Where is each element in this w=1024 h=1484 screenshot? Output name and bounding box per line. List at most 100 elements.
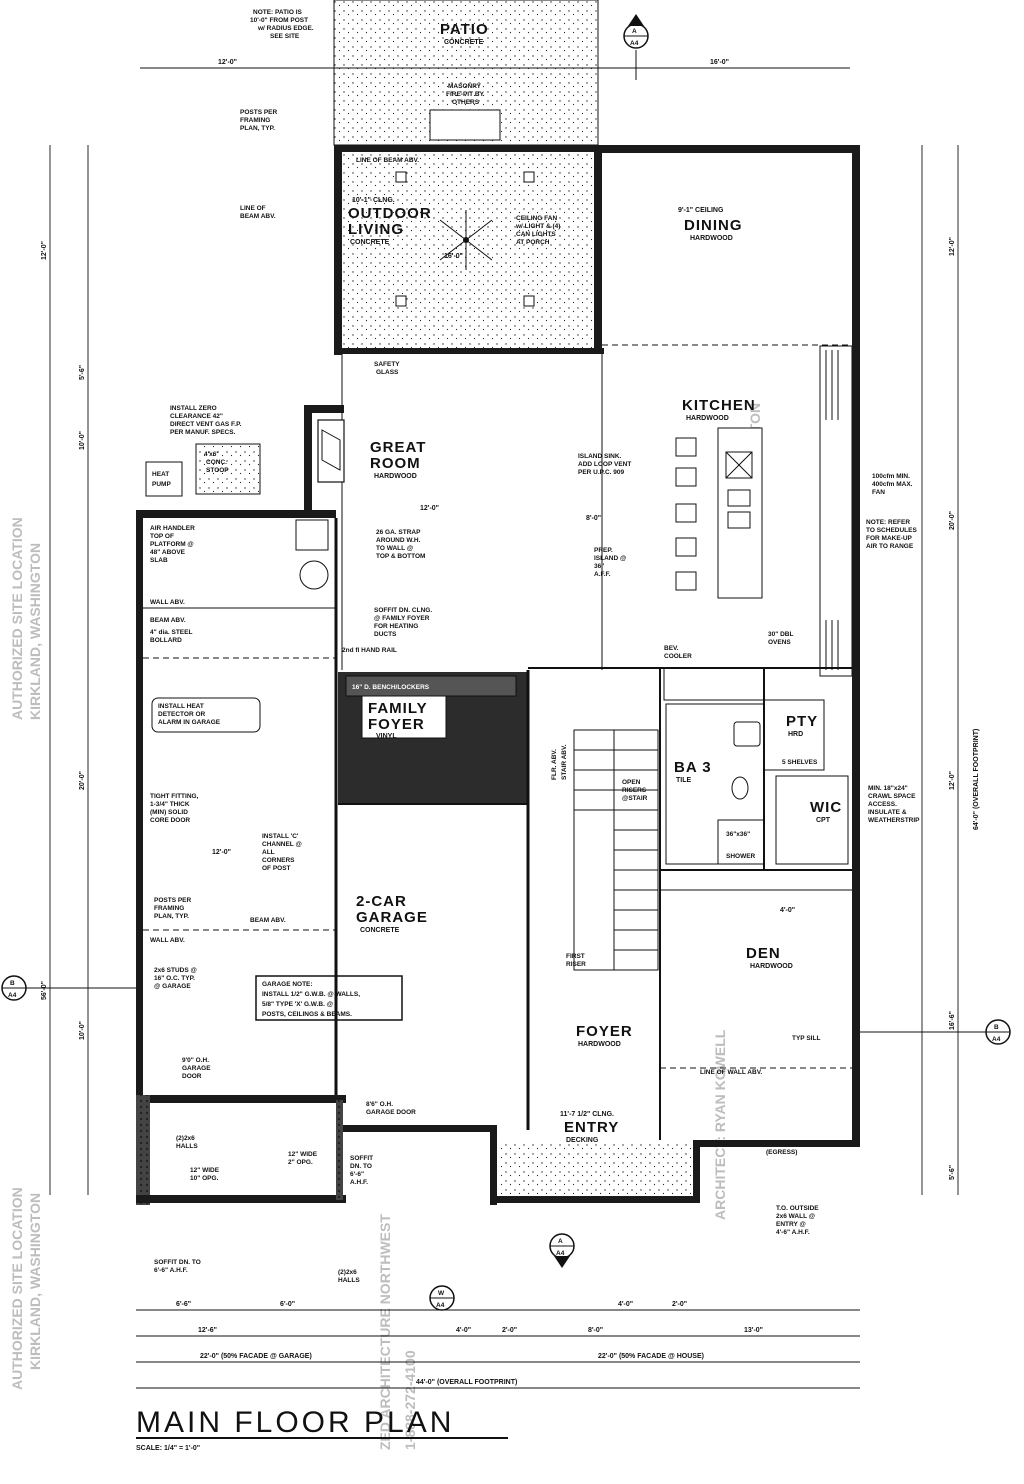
patio-finish: CONCRETE — [444, 39, 484, 46]
posts-note-2: FRAMING — [240, 117, 270, 124]
section-marker-left: B A4 — [1, 975, 136, 1001]
cfm-note-1: 100cfm MIN. — [872, 473, 910, 480]
halls-note-2: HALLS — [176, 1143, 198, 1150]
svg-text:44'-0" (OVERALL FOOTPRINT): 44'-0" (OVERALL FOOTPRINT) — [416, 1379, 517, 1386]
svg-text:6'-0": 6'-0" — [280, 1301, 295, 1308]
safety-glass-2: GLASS — [376, 369, 399, 376]
bath-label: BA 3 — [674, 759, 712, 776]
svg-text:B: B — [994, 1024, 999, 1031]
cfm-note-3: FAN — [872, 489, 885, 496]
family-foyer-finish: VINYL — [376, 733, 397, 740]
svg-text:22'-0" (50% FACADE @ HOUSE): 22'-0" (50% FACADE @ HOUSE) — [598, 1353, 704, 1360]
first-riser-2: RISER — [566, 961, 586, 968]
air-handler-note-1: AIR HANDLER — [150, 525, 195, 532]
channel-note-2: CHANNEL @ — [262, 841, 302, 848]
halls-note-1: (2)2x6 — [176, 1135, 195, 1142]
door-note-3: (MIN) SOLID — [150, 809, 188, 816]
great-room-finish: HARDWOOD — [374, 473, 417, 480]
ovens-note-2: OVENS — [768, 639, 791, 646]
svg-text:A4: A4 — [436, 1302, 445, 1309]
wide-note-1: 12" WIDE — [190, 1167, 220, 1174]
patio-note-3: w/ RADIUS EDGE. — [257, 25, 314, 32]
firepit-note-2: FIRE-PIT BY — [446, 91, 485, 98]
kitchen-label: KITCHEN — [682, 397, 756, 414]
family-foyer-label-box — [361, 695, 447, 739]
kitchen-finish: HARDWOOD — [686, 415, 729, 422]
prep-note-3: 36" — [594, 563, 604, 570]
prep-note-1: PREP. — [594, 547, 613, 554]
soffit-dn-1: SOFFIT DN. TO — [154, 1259, 201, 1266]
patio-note-1: NOTE: PATIO IS — [253, 9, 303, 16]
svg-text:B: B — [10, 980, 15, 987]
hand-rail-note: 2nd fl HAND RAIL — [342, 647, 397, 654]
fireplace-note-1: INSTALL ZERO — [170, 405, 217, 412]
island-sink-note-1: ISLAND SINK. — [578, 453, 622, 460]
garage-label-2: GARAGE — [356, 909, 428, 926]
prep-note-2: ISLAND @ — [594, 555, 626, 562]
island-sink-note-3: PER U.P.C. 909 — [578, 469, 625, 476]
svg-text:2'-0": 2'-0" — [672, 1301, 687, 1308]
dining-label: DINING — [684, 217, 743, 234]
prep-note-4: A.F.F. — [594, 571, 611, 578]
wic-finish: CPT — [816, 817, 831, 824]
soffit-note-1: SOFFIT DN. CLNG. — [374, 607, 432, 614]
garage-note-box — [255, 975, 403, 1021]
svg-text:5'-6": 5'-6" — [79, 365, 86, 380]
drawing-title: MAIN FLOOR PLAN — [136, 1406, 454, 1439]
fan-note-2: w/ LIGHT & (4) — [515, 223, 560, 230]
wic-label: WIC — [810, 799, 842, 816]
section-marker-wall: W A4 — [429, 1285, 455, 1311]
typ-sill-note: TYP SILL — [792, 1035, 820, 1042]
garage-note-2: INSTALL 1/2" G.W.B. @ WALLS, — [262, 991, 360, 998]
svg-text:12'-0": 12'-0" — [949, 771, 956, 790]
firepit-note-3: OTHERS — [452, 99, 480, 106]
svg-text:A4: A4 — [8, 992, 17, 999]
schedules-note-2: TO SCHEDULES — [866, 527, 917, 534]
patio-note-2: 10'-0" FROM POST — [250, 17, 308, 24]
garage-note-1: GARAGE NOTE: — [262, 981, 313, 988]
section-marker-bottom: A A4 — [549, 1233, 575, 1268]
halls-bottom-2: HALLS — [338, 1277, 360, 1284]
studs-note-3: @ GARAGE — [154, 983, 191, 990]
air-handler-note-4: 48" ABOVE — [150, 549, 186, 556]
soffit-note-2: @ FAMILY FOYER — [374, 615, 430, 622]
svg-text:6'-6": 6'-6" — [176, 1301, 191, 1308]
den-finish: HARDWOOD — [750, 963, 793, 970]
garage-door-note-2: GARAGE DOOR — [366, 1109, 416, 1116]
post-icon — [523, 171, 535, 183]
entry-ceiling: 11'-7 1/2" CLNG. — [560, 1111, 614, 1118]
outdoor-ceiling: 10'-1" CLNG. — [352, 197, 395, 204]
beam-abv-garage: BEAM ABV. — [250, 917, 286, 924]
svg-text:4'-0": 4'-0" — [618, 1301, 633, 1308]
bollard-note-2: BOLLARD — [150, 637, 182, 644]
patio-note-4: SEE SITE — [270, 33, 300, 40]
svg-text:A: A — [632, 28, 637, 35]
water-heater-icon — [299, 560, 329, 590]
toilet-icon — [731, 776, 749, 800]
svg-text:5'-6": 5'-6" — [949, 1165, 956, 1180]
schedules-note-4: AIR TO RANGE — [866, 543, 914, 550]
svg-text:12'-0": 12'-0" — [41, 241, 48, 260]
shower-note-2: SHOWER — [726, 853, 756, 860]
soffit-dn-2: 6'-6" A.H.F. — [154, 1267, 188, 1274]
wall-line-note: LINE OF WALL ABV. — [700, 1069, 762, 1076]
entry-porch-floor — [498, 1140, 694, 1196]
svg-text:13'-0": 13'-0" — [744, 1327, 763, 1334]
svg-text:ARCHITECT: RYAN KOWELL: ARCHITECT: RYAN KOWELL — [712, 1029, 728, 1220]
garage-finish: CONCRETE — [360, 927, 400, 934]
fireplace-note-3: DIRECT VENT GAS F.P. — [170, 421, 242, 428]
svg-text:12'-0": 12'-0" — [949, 237, 956, 256]
air-handler-note-3: PLATFORM @ — [150, 541, 194, 548]
stair-note-2: RISERS — [622, 787, 647, 794]
svg-text:8'-0": 8'-0" — [588, 1327, 603, 1334]
svg-text:KIRKLAND, WASHINGTON: KIRKLAND, WASHINGTON — [27, 543, 43, 720]
channel-note-1: INSTALL 'C' — [262, 833, 299, 840]
svg-text:W: W — [438, 1290, 445, 1297]
svg-text:A4: A4 — [630, 40, 639, 47]
heat-detector-note-box — [151, 697, 261, 733]
section-marker-right: B A4 — [860, 1019, 1011, 1045]
den-label: DEN — [746, 945, 781, 962]
dim-den-width: 4'-0" — [780, 907, 795, 914]
post-icon — [395, 295, 407, 307]
svg-text:A: A — [558, 1238, 563, 1245]
